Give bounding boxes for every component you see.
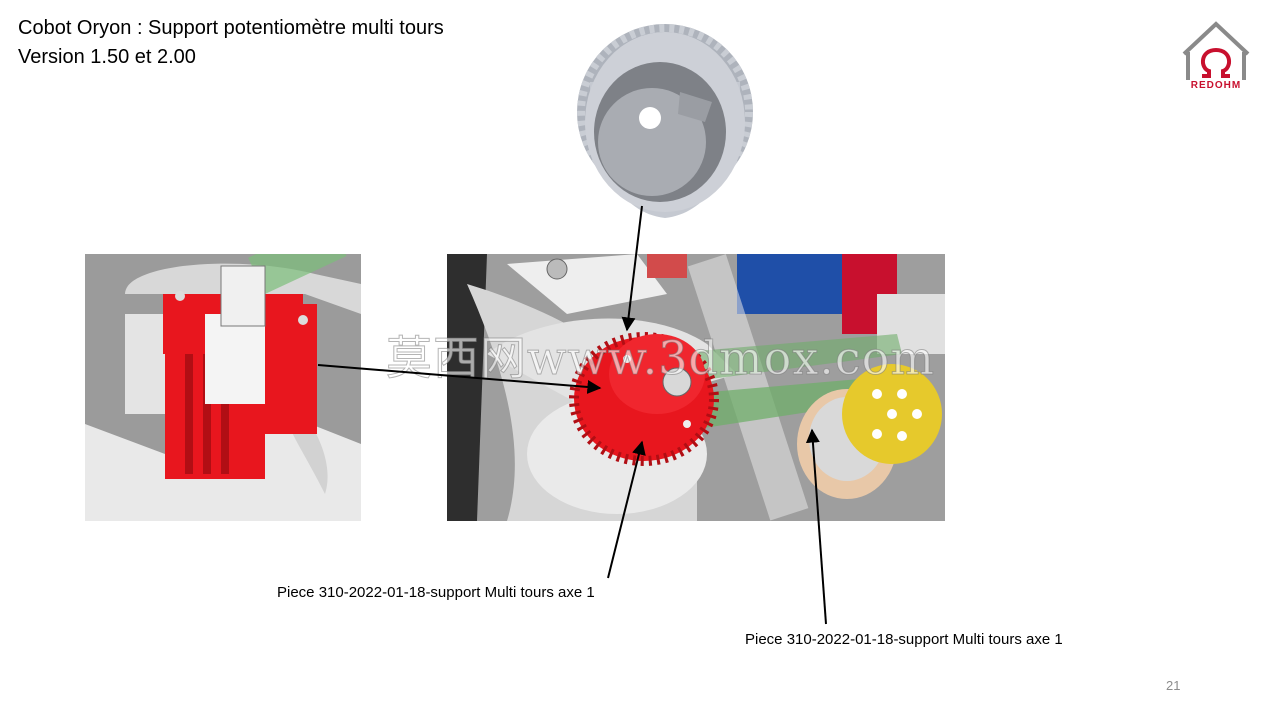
omega-house-logo-icon [1182,21,1250,80]
left-assembly-render [85,254,361,521]
page-number: 21 [1166,678,1181,693]
title-line-2: Version 1.50 et 2.00 [18,46,196,68]
slide-title: Cobot Oryon : Support potentiomètre mult… [18,14,444,72]
watermark-text: 莫西网www.3dmox.com [386,331,935,385]
caption-support-axis-1-secondary: Piece 310-2022-01-18-support Multi tours… [745,631,1063,648]
support-wheel-render [577,24,753,218]
center-mechanism-render [447,254,945,521]
caption-support-axis-1: Piece 310-2022-01-18-support Multi tours… [277,584,595,601]
logo-text: REDOHM [1190,80,1242,91]
title-line-1: Cobot Oryon : Support potentiomètre mult… [18,17,444,39]
